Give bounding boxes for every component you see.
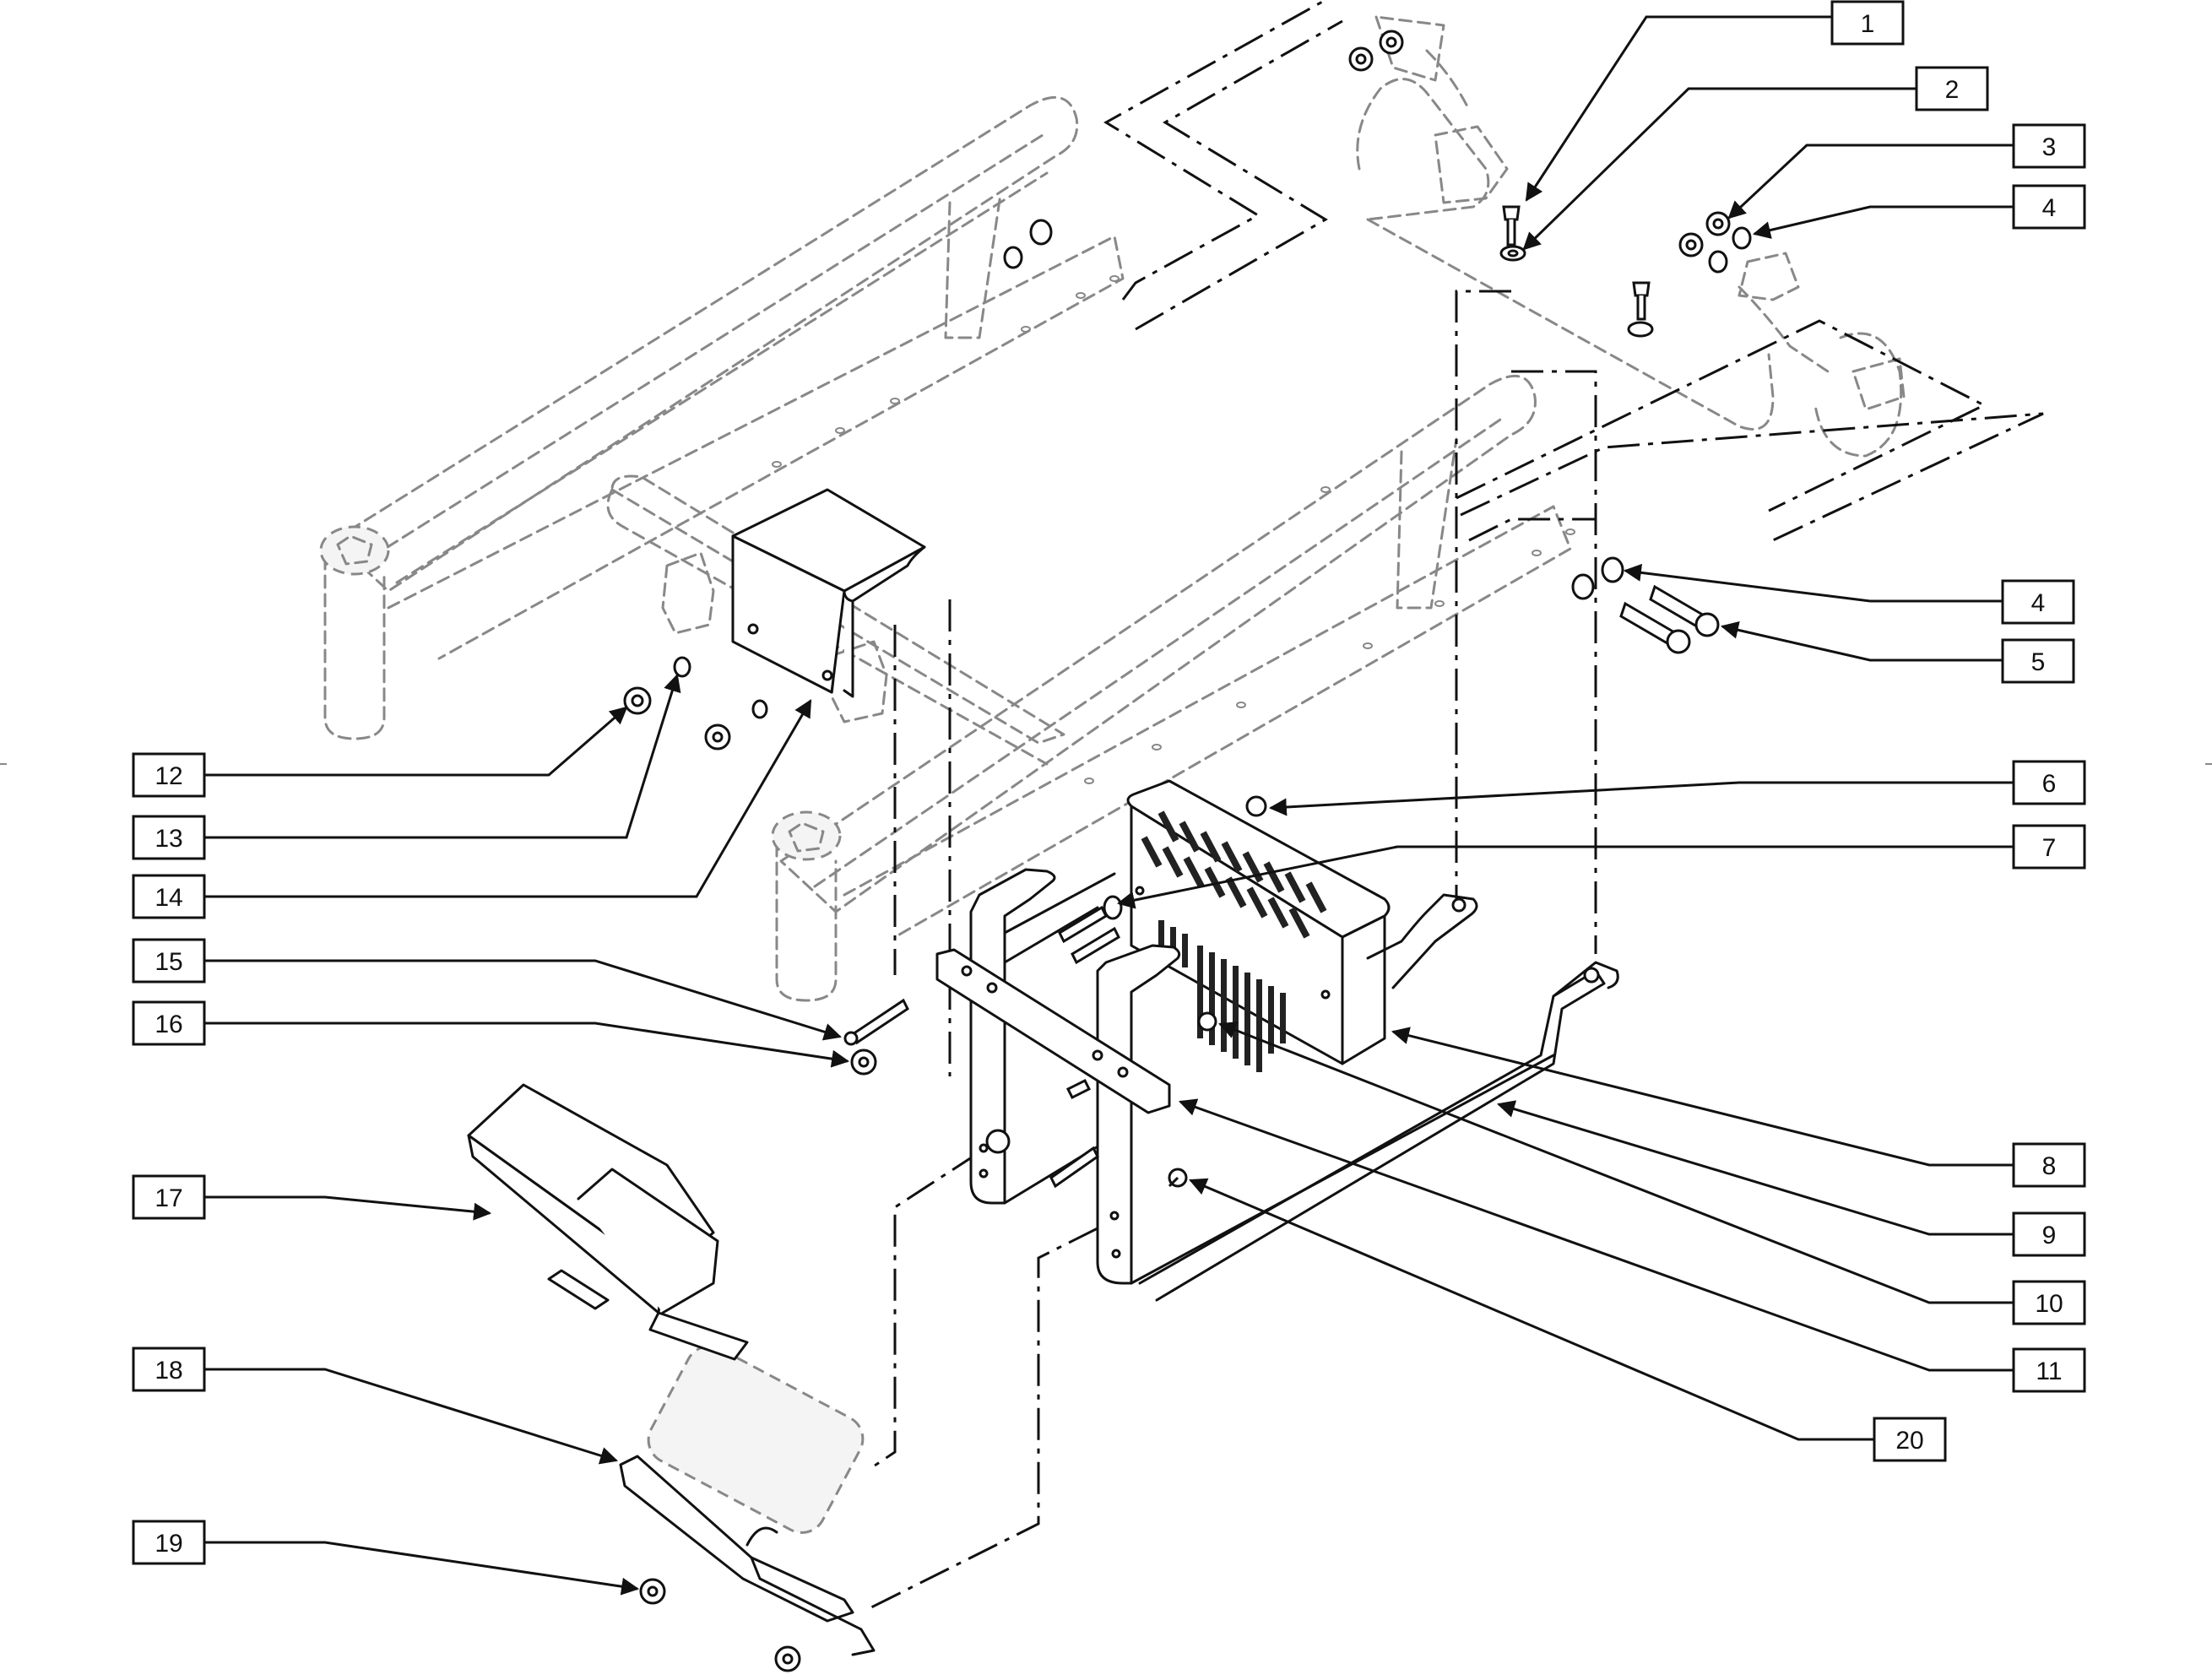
callout-8: 8 xyxy=(2012,1142,2086,1188)
svg-text:12: 12 xyxy=(155,762,182,790)
svg-text:11: 11 xyxy=(2036,1358,2062,1385)
callout-19: 19 xyxy=(132,1520,206,1565)
svg-text:15: 15 xyxy=(155,948,182,976)
callout-11: 11 xyxy=(2012,1347,2086,1393)
svg-text:4: 4 xyxy=(2031,589,2046,617)
svg-text:19: 19 xyxy=(155,1530,182,1558)
left-front-post xyxy=(323,555,386,740)
callout-6: 6 xyxy=(2012,760,2086,805)
right-front-post xyxy=(775,843,838,1002)
svg-text:4: 4 xyxy=(2042,194,2057,222)
svg-text:7: 7 xyxy=(2042,834,2057,862)
svg-text:8: 8 xyxy=(2042,1152,2057,1180)
right-side-frame xyxy=(843,505,1572,939)
rear-tube xyxy=(1356,78,1490,221)
svg-text:10: 10 xyxy=(2035,1290,2063,1318)
callout-2: 2 xyxy=(1915,66,1989,111)
part-11-flat-strap xyxy=(935,948,1171,1114)
svg-text:20: 20 xyxy=(1895,1427,1923,1455)
ghost-footrest xyxy=(647,1345,865,1534)
callout-1: 1 xyxy=(1830,0,1905,46)
u-bracket-right xyxy=(1096,944,1555,1285)
part-9-bracket xyxy=(1138,961,1619,1302)
ghost-frame xyxy=(319,15,1906,1534)
callout-9: 9 xyxy=(2012,1211,2086,1257)
part-17-controller-box xyxy=(467,1083,749,1361)
left-side-frame xyxy=(387,235,1125,660)
svg-text:3: 3 xyxy=(2042,133,2057,161)
part-18-footrest-bracket xyxy=(619,1455,876,1656)
part-14-side-guard xyxy=(731,488,926,698)
svg-text:13: 13 xyxy=(155,825,182,853)
svg-text:9: 9 xyxy=(2042,1222,2057,1249)
heat-sink-fins xyxy=(1141,810,1327,1072)
callout-4-top: 4 xyxy=(2012,184,2086,230)
callout-12: 12 xyxy=(132,752,206,798)
callout-7: 7 xyxy=(2012,824,2086,870)
callout-4-lower: 4 xyxy=(2001,579,2075,625)
callout-14: 14 xyxy=(132,874,206,919)
svg-text:17: 17 xyxy=(155,1184,182,1212)
part-8-heat-sink xyxy=(1126,779,1478,1072)
svg-text:18: 18 xyxy=(155,1357,182,1385)
frame-clamps xyxy=(661,551,888,723)
callout-18: 18 xyxy=(132,1347,206,1392)
callout-5: 5 xyxy=(2001,638,2075,684)
right-armrest-tube xyxy=(779,375,1537,913)
svg-text:14: 14 xyxy=(155,884,182,912)
left-armrest-tube xyxy=(332,96,1079,593)
svg-text:1: 1 xyxy=(1861,10,1875,38)
callout-15: 15 xyxy=(132,938,206,984)
cross-bar xyxy=(610,474,1065,745)
callout-13: 13 xyxy=(132,815,206,860)
callout-3: 3 xyxy=(2012,123,2086,169)
assembly-paths xyxy=(869,0,2044,1610)
callout-16: 16 xyxy=(132,1000,206,1046)
callout-20: 20 xyxy=(1873,1417,1947,1462)
hardware xyxy=(623,30,1752,1672)
svg-text:2: 2 xyxy=(1945,76,1960,104)
svg-text:6: 6 xyxy=(2042,770,2057,798)
wheel-lock-left xyxy=(1434,125,1509,204)
svg-text:16: 16 xyxy=(155,1011,182,1038)
callout-10: 10 xyxy=(2012,1280,2086,1325)
callout-labels: 1 2 3 4 4 5 6 7 xyxy=(132,0,2086,1565)
svg-text:5: 5 xyxy=(2031,648,2046,676)
leader-lines xyxy=(204,15,2014,1596)
frame-holes xyxy=(772,275,1575,784)
callout-17: 17 xyxy=(132,1174,206,1220)
